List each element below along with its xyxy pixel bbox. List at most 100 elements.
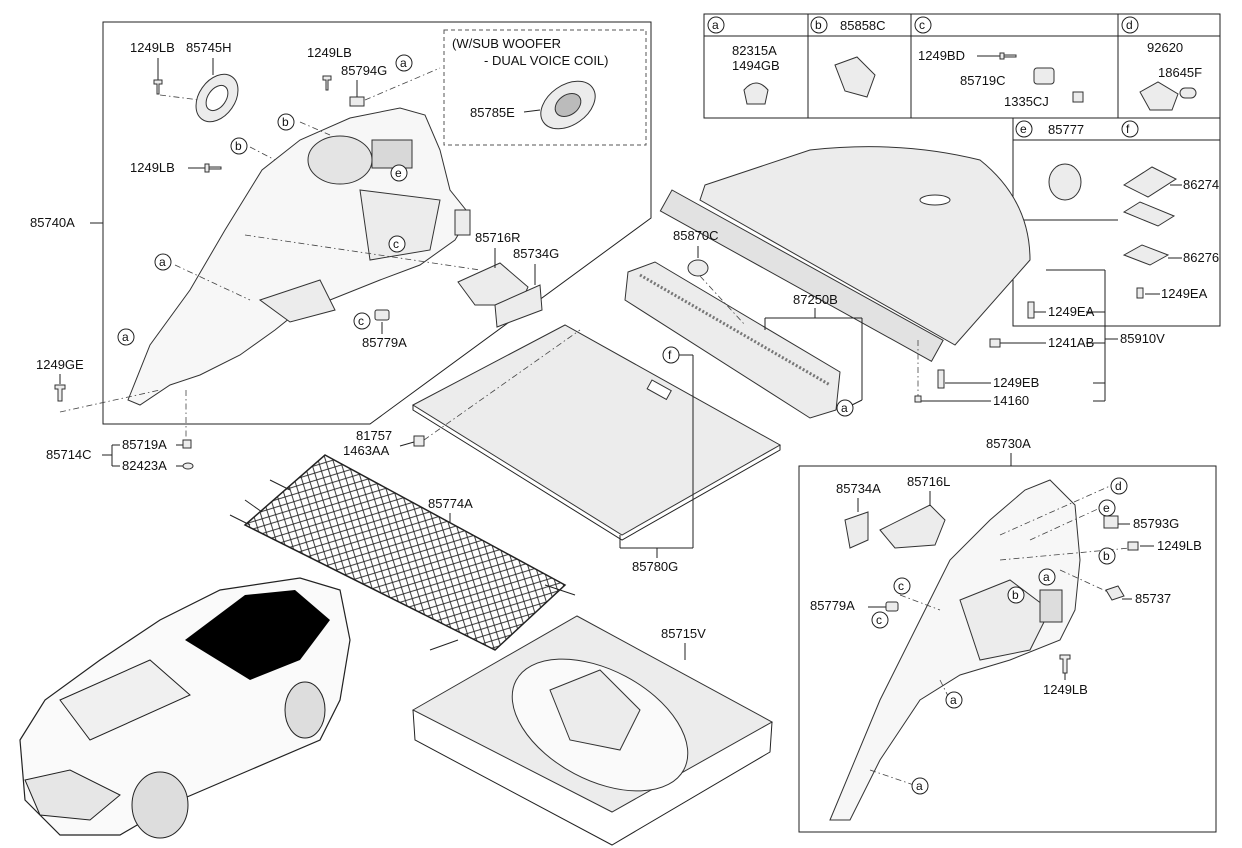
subwoofer-cone <box>554 93 582 117</box>
dash-right-4 <box>1059 569 1109 593</box>
svg-text:a: a <box>159 255 166 269</box>
dash-left-3 <box>299 121 331 136</box>
clip-85719C <box>1033 67 1055 85</box>
label-85715V: 85715V <box>661 626 706 641</box>
label-85793G: 85793G <box>1133 516 1179 531</box>
callout-c-3: c <box>893 577 911 595</box>
svg-text:d: d <box>1126 18 1133 32</box>
dash-right-6 <box>869 769 915 786</box>
label-85740A: 85740A <box>30 215 75 230</box>
clip-85719A <box>182 439 192 449</box>
right-panel-grille <box>1039 589 1063 623</box>
net-strap-5 <box>429 639 459 651</box>
dash-left-1 <box>159 94 201 101</box>
luggage-board-handle <box>646 379 672 401</box>
label-82423A: 82423A <box>122 458 167 473</box>
bracket-85734A <box>844 511 869 549</box>
label-85774A: 85774A <box>428 496 473 511</box>
callout-table-a: a <box>707 16 725 34</box>
screw-1249BD <box>999 52 1017 60</box>
svg-text:b: b <box>815 18 822 32</box>
callout-b-1: b <box>277 113 295 131</box>
svg-text:a: a <box>122 330 129 344</box>
label-1249LB-4: 1249LB <box>1157 538 1202 553</box>
bracket-85734G <box>494 284 543 328</box>
callout-a-6: a <box>1038 568 1056 586</box>
dash-left-2 <box>364 67 441 101</box>
label-85745H: 85745H <box>186 40 232 55</box>
svg-text:a: a <box>1043 570 1050 584</box>
clip-85793G <box>1103 515 1119 529</box>
callout-table-e: e <box>1015 120 1033 138</box>
dash-left-4 <box>249 146 276 161</box>
label-1463AA: 1463AA <box>343 443 390 458</box>
label-85734A: 85734A <box>836 481 881 496</box>
label-85785E: 85785E <box>470 105 515 120</box>
right-panel-pocket <box>959 579 1051 661</box>
callout-d-2: d <box>1110 477 1128 495</box>
car-rear-wheel <box>284 681 326 739</box>
speaker-opening <box>307 135 373 185</box>
clip-14160 <box>914 395 922 403</box>
screw-1249LB-1 <box>153 79 163 95</box>
callout-b-2: b <box>230 137 248 155</box>
table-c-part-1: 1249BD <box>918 48 965 63</box>
label-85737: 85737 <box>1135 591 1171 606</box>
callout-a-3: a <box>117 328 135 346</box>
net-strap-3 <box>269 479 291 491</box>
callout-e-2: e <box>1098 499 1116 517</box>
scuff-plate-ribs <box>639 273 831 387</box>
speaker-cone <box>205 84 229 112</box>
dash-left-5 <box>174 264 251 301</box>
dash-left-7 <box>59 389 161 413</box>
car-highlighted-area <box>185 590 330 680</box>
label-1249EA: 1249EA <box>1048 304 1095 319</box>
table-c-part-3: 1335CJ <box>1004 94 1049 109</box>
panel-lower-recess <box>258 279 336 323</box>
clip-1335CJ <box>1072 91 1084 103</box>
label-85714C: 85714C <box>46 447 92 462</box>
screw-1249EA-table <box>1136 287 1144 299</box>
callout-a-4: a <box>836 399 854 417</box>
table-b-part: 85858C <box>840 18 886 33</box>
clip-85858C <box>834 56 876 98</box>
leader-81757 <box>399 441 415 447</box>
dash-right-1 <box>999 485 1111 536</box>
table-f-part-2: 86276 <box>1183 250 1219 265</box>
hook-86274 <box>1122 166 1178 198</box>
svg-text:c: c <box>898 579 904 593</box>
callout-table-c: c <box>914 16 932 34</box>
cap-18645F <box>1179 87 1197 99</box>
hook-86276 <box>1122 244 1170 266</box>
table-f-part-1: 86274 <box>1183 177 1219 192</box>
callout-table-f: f <box>1121 120 1139 138</box>
net-strap-1 <box>229 514 251 526</box>
luggage-tray-insert <box>549 669 641 751</box>
callout-a-8: a <box>911 777 929 795</box>
clip-81757 <box>413 435 425 447</box>
label-85730A: 85730A <box>986 436 1031 451</box>
label-14160: 14160 <box>993 393 1029 408</box>
car-front-wheel <box>131 771 189 839</box>
svg-text:a: a <box>950 693 957 707</box>
label-85716R: 85716R <box>475 230 521 245</box>
bracket-87250B-a <box>851 399 863 406</box>
svg-text:d: d <box>1115 479 1122 493</box>
screw-1249GE <box>54 384 66 402</box>
label-81757: 81757 <box>356 428 392 443</box>
label-85794G: 85794G <box>341 63 387 78</box>
tonneau-roller-housing <box>659 189 944 362</box>
right-quarter-trim-panel <box>829 479 1081 821</box>
label-85870C: 85870C <box>673 228 719 243</box>
svg-text:e: e <box>1103 501 1110 515</box>
label-1249LB-2: 1249LB <box>307 45 352 60</box>
leader-85785E <box>523 109 541 113</box>
clip-82315A <box>743 82 769 105</box>
label-1241AB: 1241AB <box>1048 335 1094 350</box>
left-quarter-trim-panel <box>127 107 471 406</box>
callout-table-d: d <box>1121 16 1139 34</box>
panel-side-tab <box>454 209 471 236</box>
label-85719A: 85719A <box>122 437 167 452</box>
net-strap-4 <box>544 584 576 596</box>
screw-1249EB <box>937 369 945 389</box>
